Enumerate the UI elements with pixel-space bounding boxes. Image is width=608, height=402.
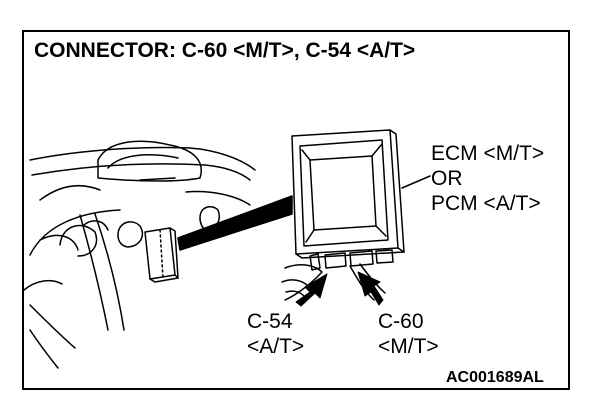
module-label-line3: PCM <A/T> <box>431 192 541 215</box>
connector-c60-name: C-60 <box>378 310 424 333</box>
dashboard-drawing <box>23 140 256 369</box>
callout-pointer <box>177 195 293 251</box>
arrow-c60 <box>357 271 384 306</box>
module-leader-line <box>401 175 431 189</box>
ecm-pcm-module <box>291 129 405 271</box>
connector-c54-name: C-54 <box>247 310 293 333</box>
arrow-c54 <box>295 273 328 307</box>
figure-title: CONNECTOR: C-60 <M/T>, C-54 <A/T> <box>34 39 416 62</box>
connector-c54-variant: <A/T> <box>247 335 305 358</box>
ecm-location-box <box>144 227 179 283</box>
figure-code: AC001689AL <box>446 369 544 386</box>
module-label-line2: OR <box>431 167 463 190</box>
module-label-line1: ECM <M/T> <box>431 142 545 165</box>
connector-c60-variant: <M/T> <box>378 335 439 358</box>
figure-frame <box>22 30 570 390</box>
